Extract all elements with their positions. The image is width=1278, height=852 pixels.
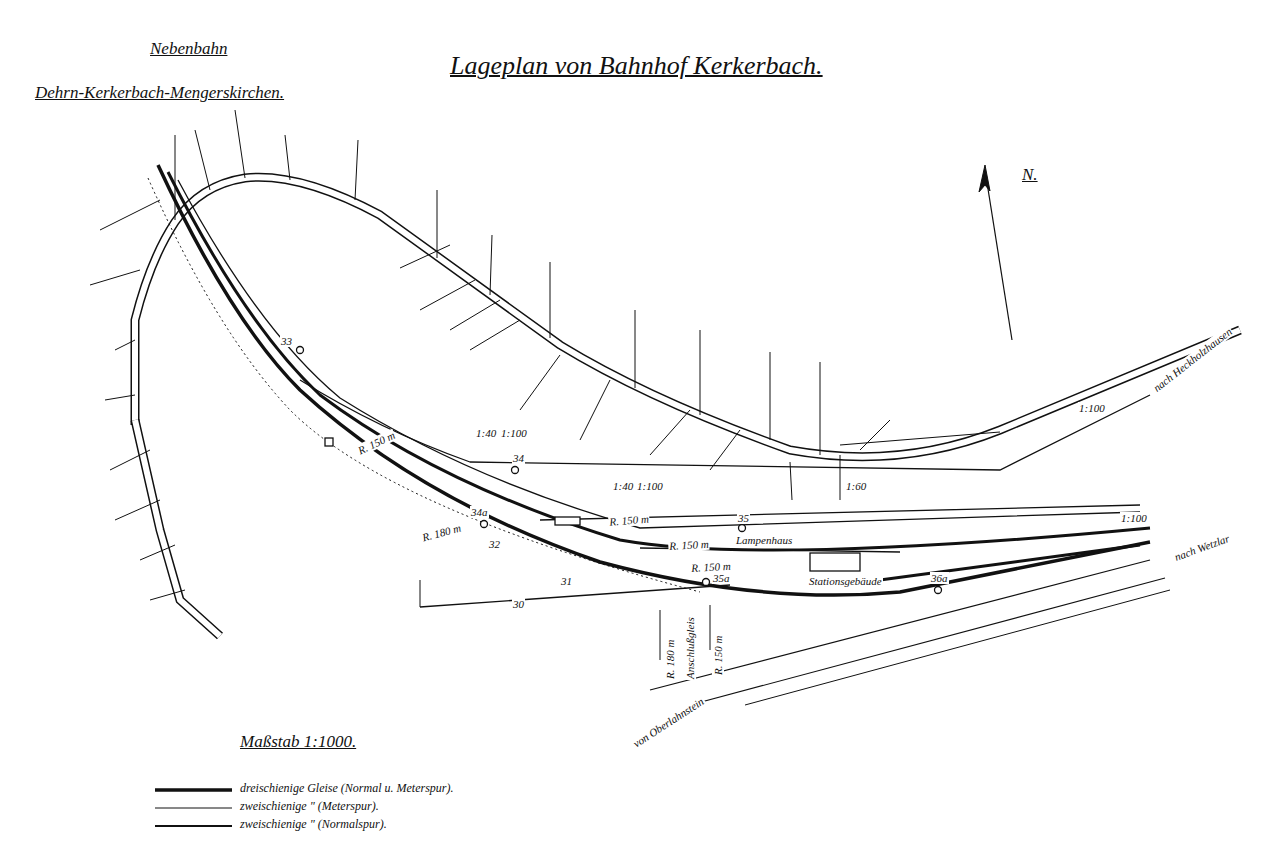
plan-label: Lampenhaus [735, 534, 793, 546]
north-arrow [979, 165, 1012, 340]
plan-label: R. 180 m [420, 521, 463, 543]
plan-label: 1:40 [612, 480, 634, 492]
plan-label: 1:40 [475, 427, 497, 439]
plan-line [555, 517, 580, 525]
plan-line [325, 438, 333, 446]
plan-line [135, 177, 1240, 456]
plan-label: 1:100 [500, 427, 528, 439]
plan-line [155, 788, 232, 792]
plan-line [300, 380, 1150, 470]
plan-line [703, 579, 710, 586]
plan-label: 1:100 [1078, 402, 1106, 414]
legend-text: dreischienige Gleise (Normal u. Meterspu… [240, 782, 454, 795]
plan-line [880, 545, 1140, 580]
plan-label: 34a [470, 506, 489, 518]
plan-label: 35a [712, 572, 731, 584]
plan-label: nach Wetzlar [1172, 532, 1232, 564]
plan-label: 34 [512, 452, 525, 464]
plan-label: von Oberlahnstein [630, 694, 707, 750]
plan-line [420, 585, 730, 607]
plan-heading: Nebenbahn [150, 40, 227, 59]
plan-line [840, 432, 1000, 445]
plan-label: R. 150 m [608, 512, 650, 528]
plan-line [175, 110, 820, 455]
plan-label: 1:60 [845, 480, 867, 492]
plan-heading: N. [1022, 166, 1038, 185]
plan-label: 1:100 [636, 480, 664, 492]
plan-title: Lageplan von Bahnhof Kerkerbach. [450, 52, 823, 81]
plan-line [979, 165, 990, 192]
plan-label: 36a [930, 572, 949, 584]
legend-text: zweischienige " (Meterspur). [240, 800, 379, 813]
plan-line [739, 525, 746, 532]
plan-line [155, 825, 232, 827]
plan-heading: Maßstab 1:1000. [240, 733, 356, 752]
plan-label: R. 150 m [690, 560, 732, 574]
plan-line [935, 587, 942, 594]
plan-line [481, 521, 488, 528]
plan-line [985, 170, 1012, 340]
plan-line [90, 200, 185, 600]
plan-label: R. 150 m [712, 635, 724, 676]
plan-label: 30 [512, 598, 525, 610]
plan-heading: Dehrn-Kerkerbach-Mengerskirchen. [35, 84, 284, 103]
property-lines [90, 110, 890, 600]
plan-label: R. 180 m [664, 639, 676, 680]
plan-line [178, 180, 1140, 528]
plan-line [155, 808, 232, 809]
tracks [148, 165, 1150, 660]
stations-points [297, 347, 942, 594]
plan-line [810, 553, 860, 571]
plan-line [650, 560, 1150, 690]
plan-line [135, 177, 1240, 456]
plan-line [297, 347, 304, 354]
plan-line [158, 165, 1150, 595]
plan-line [148, 178, 700, 592]
legend-text: zweischienige " (Normalspur). [240, 818, 387, 831]
plan-line [135, 420, 220, 636]
plan-line [690, 578, 1165, 705]
plan-label: 32 [488, 538, 501, 550]
plan-line [135, 420, 220, 636]
plan-label: 31 [560, 575, 573, 587]
plan-label: 1:100 [1120, 512, 1148, 524]
plan-line [168, 172, 1150, 550]
plan-line [745, 590, 1170, 705]
plan-label: Stationsgebäude [808, 575, 883, 587]
plan-label: Anschlußgleis [684, 616, 696, 680]
plan-label: 33 [280, 335, 293, 347]
roads [135, 177, 1240, 705]
plan-line [512, 467, 519, 474]
legend-samples [155, 790, 232, 826]
plan-label: R. 150 m [668, 538, 710, 552]
plan-label: 35 [737, 512, 750, 524]
